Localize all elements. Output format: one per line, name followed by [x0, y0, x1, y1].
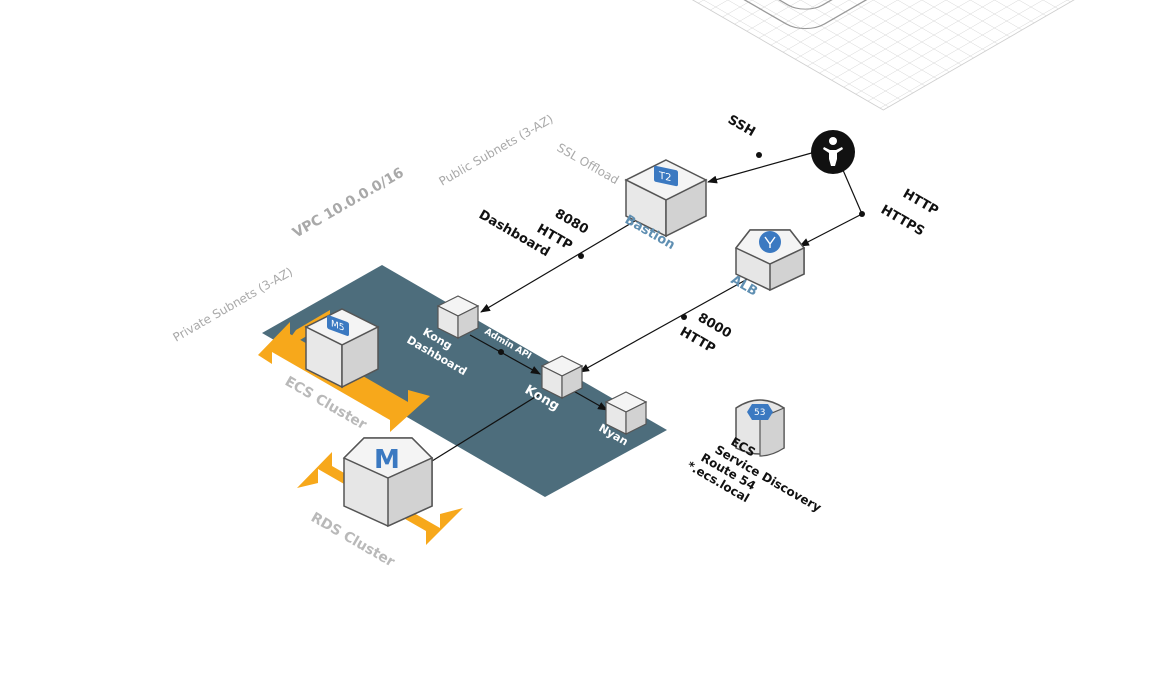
bastion-node: T2 [624, 159, 708, 238]
ssh-label: SSH [725, 112, 758, 140]
kong-dashboard-node [436, 295, 480, 339]
grid-plane [276, 0, 1156, 111]
rds-cluster-node: M [342, 437, 434, 528]
kong-node [540, 355, 584, 399]
bastion-badge: T2 [658, 170, 671, 184]
nyan-edge [569, 388, 608, 411]
nyan-node [604, 391, 648, 435]
route53-node: 53 [735, 399, 785, 457]
kong-http-edge [579, 271, 761, 373]
ecs-cluster-cube: M5 [304, 308, 380, 389]
alb-edge [799, 213, 863, 247]
junction-dots [498, 152, 865, 355]
rds-edge [423, 393, 541, 467]
ssl-offload-label: SSL Offload [555, 140, 622, 187]
rds-badge: M [374, 445, 400, 475]
load-balancer-icon [759, 231, 781, 253]
route53-icon [747, 404, 773, 420]
dashboard-edge [480, 214, 646, 313]
vpc-label: VPC 10.0.0.0/16 [290, 165, 407, 242]
route53-badge: 53 [754, 408, 765, 418]
user-person-icon [811, 130, 855, 174]
ecs-badge: M5 [331, 318, 345, 334]
alb-node [734, 229, 806, 292]
public-subnets-label: Public Subnets (3-AZ) [437, 112, 556, 189]
admin-api-edge [469, 334, 541, 375]
